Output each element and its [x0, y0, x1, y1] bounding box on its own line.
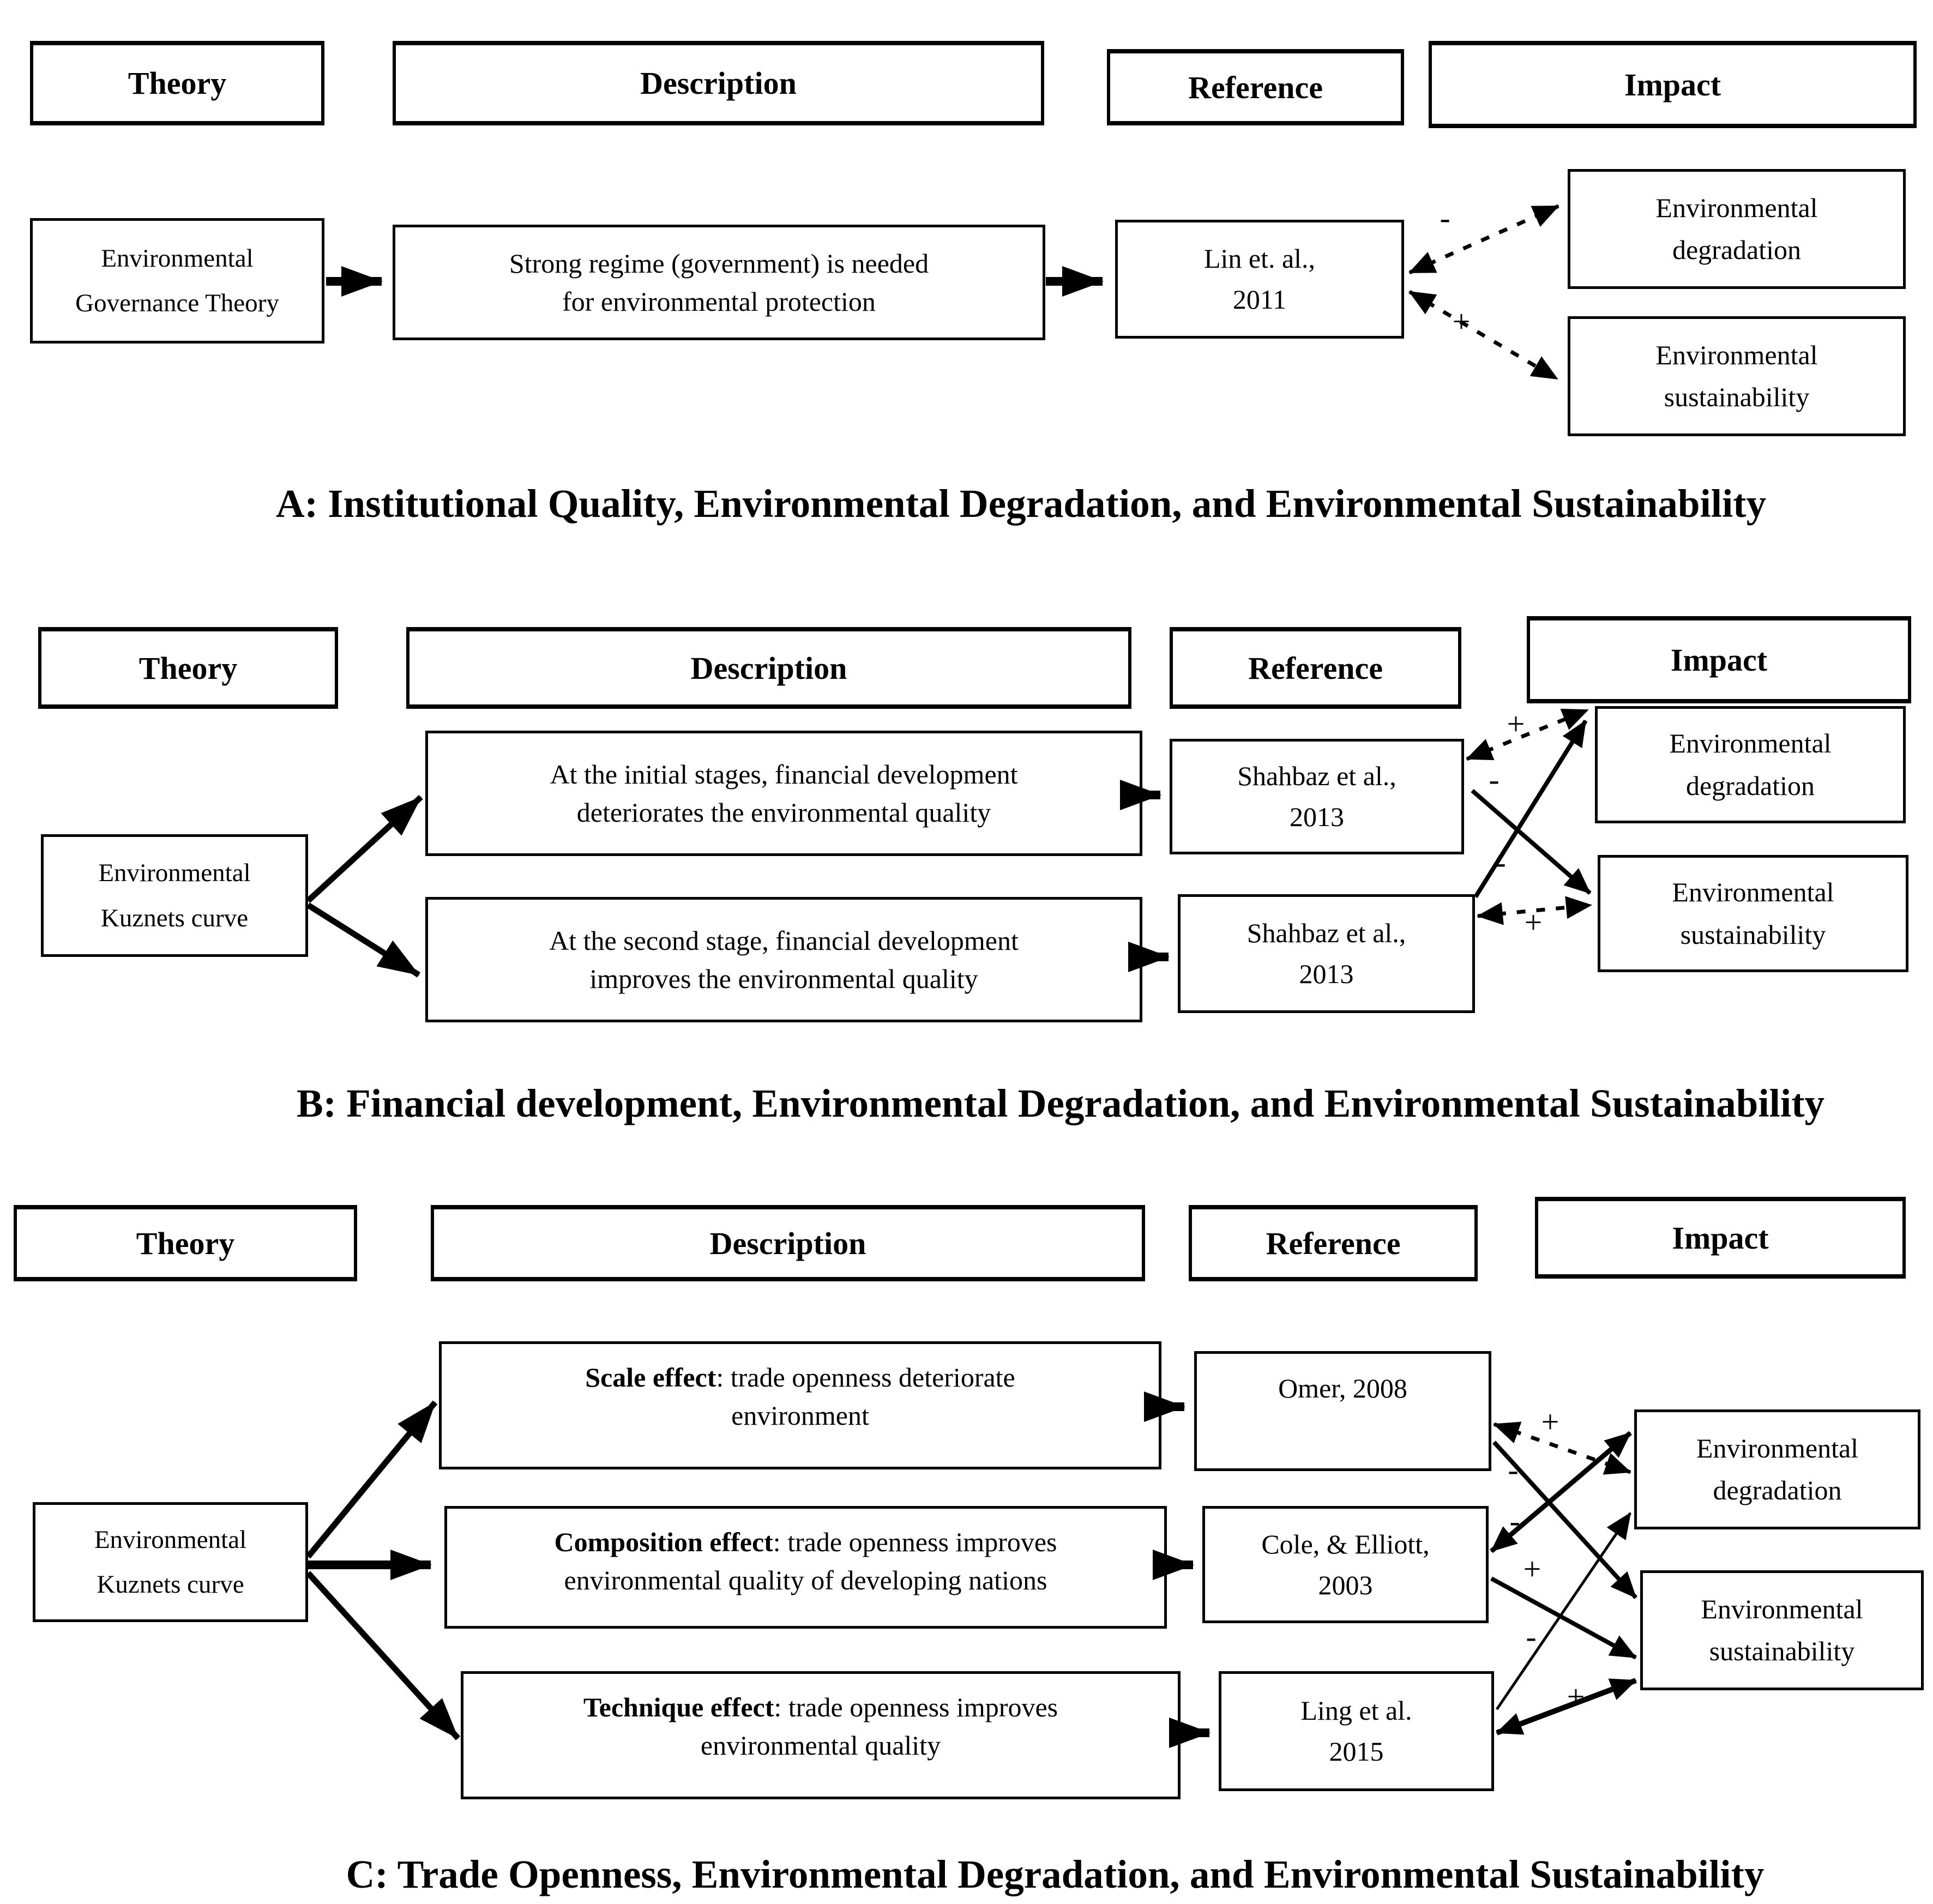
reference-box-a: Lin et. al., 2011 — [1115, 220, 1404, 339]
arrow-b-reference1-to-degradation — [1466, 708, 1589, 761]
header-theory-a-label: Theory — [128, 65, 227, 101]
arrow-c-reference3-to-sustainability — [1496, 1678, 1637, 1736]
arrow-b-reference1-to-sustainability — [1471, 788, 1592, 895]
description-box-c3: Technique effect: trade openness improve… — [461, 1671, 1181, 1799]
impact-degradation-c-label: Environmental degradation — [1696, 1432, 1859, 1506]
arrow-b-theory-to-description1 — [306, 794, 423, 903]
impact-sustainability-b: Environmental sustainability — [1598, 855, 1908, 972]
header-description-a: Description — [393, 41, 1044, 125]
arrow-b-reference2-to-degradation — [1473, 719, 1588, 899]
impact-degradation-a: Environmental degradation — [1568, 169, 1906, 289]
impact-sustainability-a: Environmental sustainability — [1568, 316, 1906, 436]
header-description-b-label: Description — [690, 650, 847, 686]
arrow-a-reference-to-sustainability — [1408, 290, 1558, 381]
section-caption-a: A: Institutional Quality, Environmental … — [275, 481, 1767, 526]
theory-box-c-label: Environmental Kuznets curve — [94, 1525, 247, 1599]
description-box-a: Strong regime (government) is needed for… — [393, 225, 1045, 340]
description-box-b1: At the initial stages, financial develop… — [425, 731, 1142, 856]
header-theory-c-label: Theory — [136, 1225, 235, 1261]
description-box-b2: At the second stage, financial developme… — [425, 897, 1142, 1022]
arrow-c-theory-to-description3 — [305, 1571, 461, 1740]
header-theory-c: Theory — [14, 1205, 357, 1281]
impact-degradation-c: Environmental degradation — [1634, 1409, 1920, 1529]
header-theory-b: Theory — [38, 627, 338, 709]
sign-b1-degradation: + — [1507, 706, 1525, 742]
description-box-c3-label: Technique effect: trade openness improve… — [463, 1674, 1178, 1764]
description-box-b2-label: At the second stage, financial developme… — [549, 925, 1019, 994]
sign-b1-sustainability: - — [1489, 762, 1500, 797]
impact-sustainability-c-label: Environmental sustainability — [1701, 1593, 1863, 1667]
header-reference-b: Reference — [1170, 627, 1461, 709]
arrow-c-reference2-to-sustainability — [1490, 1576, 1637, 1660]
sign-c1-degradation: + — [1541, 1404, 1559, 1439]
section-caption-b: B: Financial development, Environmental … — [296, 1081, 1825, 1125]
header-description-b: Description — [406, 627, 1131, 709]
effect-text-scale: : trade openness deteriorate environment — [716, 1362, 1015, 1431]
section-caption-c: C: Trade Openness, Environmental Degrada… — [346, 1852, 1765, 1896]
effect-name-composition: Composition effect — [554, 1527, 773, 1557]
description-box-b1-label: At the initial stages, financial develop… — [550, 759, 1018, 828]
reference-box-c3: Ling et al. 2015 — [1219, 1671, 1494, 1791]
theory-box-a-label: Environmental Governance Theory — [75, 244, 279, 317]
header-impact-b: Impact — [1527, 616, 1911, 703]
reference-box-b2: Shahbaz et al., 2013 — [1178, 894, 1475, 1013]
header-reference-c-label: Reference — [1266, 1225, 1401, 1261]
reference-box-c3-label: Ling et al. 2015 — [1300, 1695, 1412, 1767]
reference-box-b1-label: Shahbaz et al., 2013 — [1237, 761, 1396, 832]
impact-sustainability-c: Environmental sustainability — [1640, 1570, 1924, 1690]
description-box-c2: Composition effect: trade openness impro… — [444, 1506, 1167, 1629]
reference-box-c2-label: Cole, & Elliott, 2003 — [1261, 1528, 1430, 1600]
sign-c2-sustainability: + — [1523, 1551, 1541, 1587]
effect-name-scale: Scale effect — [585, 1362, 716, 1393]
reference-box-c2: Cole, & Elliott, 2003 — [1202, 1506, 1489, 1623]
impact-degradation-b: Environmental degradation — [1595, 706, 1906, 823]
header-theory-a: Theory — [30, 41, 324, 125]
theory-box-b-label: Environmental Kuznets curve — [98, 859, 251, 932]
theory-box-a: Environmental Governance Theory — [30, 218, 324, 344]
header-impact-a-label: Impact — [1624, 67, 1721, 103]
description-box-c1-label: Scale effect: trade openness deteriorate… — [442, 1344, 1159, 1435]
header-reference-c: Reference — [1189, 1205, 1478, 1281]
header-description-c: Description — [431, 1205, 1145, 1281]
sign-c3-sustainability: + — [1567, 1679, 1585, 1714]
arrow-b-theory-to-description2 — [306, 902, 420, 978]
sign-c1-sustainability: - — [1508, 1452, 1519, 1487]
sign-b2-sustainability: + — [1524, 905, 1543, 940]
sign-a-degradation: - — [1440, 200, 1450, 236]
theory-box-b: Environmental Kuznets curve — [41, 834, 308, 957]
header-description-c-label: Description — [709, 1225, 866, 1261]
header-reference-a-label: Reference — [1188, 69, 1323, 105]
impact-sustainability-b-label: Environmental sustainability — [1672, 877, 1834, 950]
reference-box-c1-label: Omer, 2008 — [1278, 1373, 1407, 1403]
header-reference-b-label: Reference — [1248, 650, 1383, 686]
effect-name-technique: Technique effect — [583, 1692, 774, 1722]
header-theory-b-label: Theory — [138, 650, 238, 686]
header-impact-b-label: Impact — [1670, 642, 1768, 678]
reference-box-b2-label: Shahbaz et al., 2013 — [1246, 918, 1406, 989]
theory-box-c: Environmental Kuznets curve — [33, 1502, 308, 1622]
description-box-c1: Scale effect: trade openness deteriorate… — [439, 1341, 1161, 1469]
header-impact-c-label: Impact — [1672, 1220, 1769, 1256]
sign-a-sustainability: + — [1452, 304, 1471, 339]
reference-box-a-label: Lin et. al., 2011 — [1203, 243, 1316, 315]
effect-text-technique: : trade openness improves environmental … — [700, 1692, 1058, 1761]
sign-c3-degradation: - — [1526, 1619, 1537, 1654]
arrow-c-theory-to-description1 — [305, 1400, 438, 1559]
impact-sustainability-a-label: Environmental sustainability — [1655, 339, 1818, 413]
reference-box-c1: Omer, 2008 — [1194, 1351, 1491, 1471]
impact-degradation-b-label: Environmental degradation — [1669, 728, 1832, 801]
header-reference-a: Reference — [1107, 49, 1404, 125]
sign-c2-degradation: - — [1509, 1503, 1520, 1539]
impact-degradation-a-label: Environmental degradation — [1655, 192, 1818, 266]
effect-text-composition: : trade openness improves environmental … — [564, 1527, 1057, 1595]
header-impact-c: Impact — [1535, 1197, 1906, 1279]
arrow-a-reference-to-degradation — [1408, 204, 1559, 275]
reference-box-b1: Shahbaz et al., 2013 — [1170, 739, 1464, 854]
header-description-a-label: Description — [640, 65, 797, 101]
description-box-a-label: Strong regime (government) is needed for… — [509, 248, 929, 317]
description-box-c2-label: Composition effect: trade openness impro… — [447, 1509, 1164, 1599]
sign-b2-degradation: - — [1495, 845, 1506, 880]
header-impact-a: Impact — [1429, 41, 1917, 128]
arrow-c-reference3-to-degradation — [1495, 1512, 1632, 1710]
